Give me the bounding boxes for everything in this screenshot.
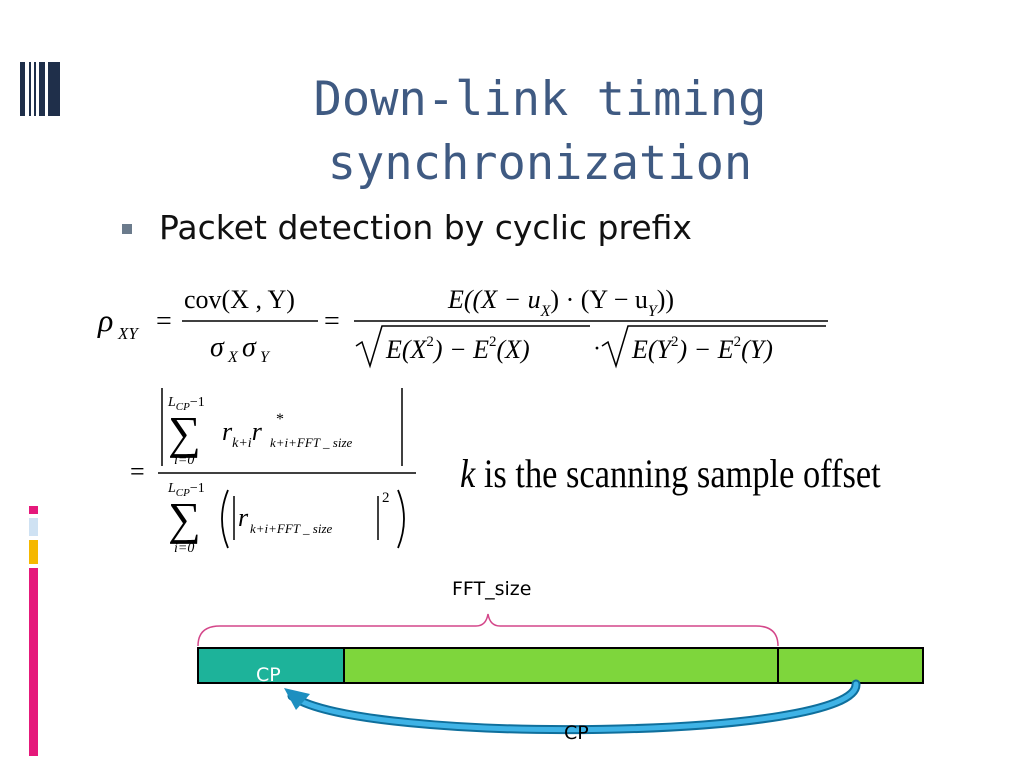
fft-size-label: FFT_size [452, 578, 532, 600]
equals-sign-3: = [130, 457, 145, 486]
equals-sign-1: = [156, 306, 172, 337]
correlation-equation: ρ XY = cov(X , Y) σ X σ Y = E((X − uX) ·… [97, 285, 828, 369]
dot-operator: · [593, 336, 601, 362]
cyclic-prefix-diagram [197, 613, 924, 735]
sum-symbol-1: ∑ [168, 407, 201, 458]
equals-sign-2: = [324, 306, 340, 337]
sqrt-right-content: E(Y2) − E2(Y) [631, 334, 773, 364]
cp-block [197, 647, 345, 684]
sigma-y-sub: Y [260, 349, 271, 366]
sum-upper-limit-1: LCP−1 [167, 395, 205, 413]
rho-symbol: ρ [97, 302, 113, 338]
denominator-r: r [238, 503, 249, 532]
denominator-r-subscript: k+i+FFT _ size [250, 521, 333, 536]
sum-lower-limit-1: i=0 [174, 453, 194, 468]
title-line-2: synchronization [327, 136, 753, 191]
rho-subscript: XY [117, 324, 139, 343]
numerator-r2-subscript: k+i+FFT _ size [270, 435, 353, 450]
sigma-x: σ [210, 332, 225, 363]
summation-equation: = LCP−1 ∑ i=0 rk+ir * k+i+FFT _ size LCP… [130, 388, 416, 556]
bullet-text: Packet detection by cyclic prefix [159, 208, 692, 247]
offset-variable: k [460, 451, 476, 496]
decorative-side-bars [29, 506, 39, 756]
title-line-1: Down-link timing [313, 72, 767, 127]
numerator-terms: rk+ir [222, 417, 263, 451]
sum-lower-limit-2: i=0 [174, 541, 194, 556]
sum-upper-limit-2: LCP−1 [167, 481, 205, 499]
scanning-offset-note: k is the scanning sample offset [460, 450, 881, 497]
sum-symbol-2: ∑ [168, 493, 201, 544]
cp-arrow-label: CP [564, 722, 589, 744]
expectation-numerator: E((X − uX) · (Y − uY)) [447, 285, 674, 320]
arrow-head-icon [284, 688, 310, 710]
bullet-item: Packet detection by cyclic prefix [122, 208, 692, 247]
fft-size-brace [197, 613, 779, 647]
denominator-exponent: 2 [382, 490, 390, 506]
data-block [343, 647, 779, 684]
sqrt-left-content: E(X2) − E2(X) [385, 334, 530, 364]
cov-numerator: cov(X , Y) [184, 285, 295, 314]
sigma-y: σ [242, 332, 257, 363]
slide-title: Down-link timing synchronization [240, 68, 840, 196]
offset-description: is the scanning sample offset [475, 451, 881, 496]
sigma-x-sub: X [227, 349, 239, 366]
decorative-stripes [20, 62, 64, 116]
square-bullet-icon [122, 223, 132, 234]
cp-block-label: CP [256, 664, 281, 686]
tail-block [777, 647, 924, 684]
conjugate-star: * [276, 411, 284, 428]
